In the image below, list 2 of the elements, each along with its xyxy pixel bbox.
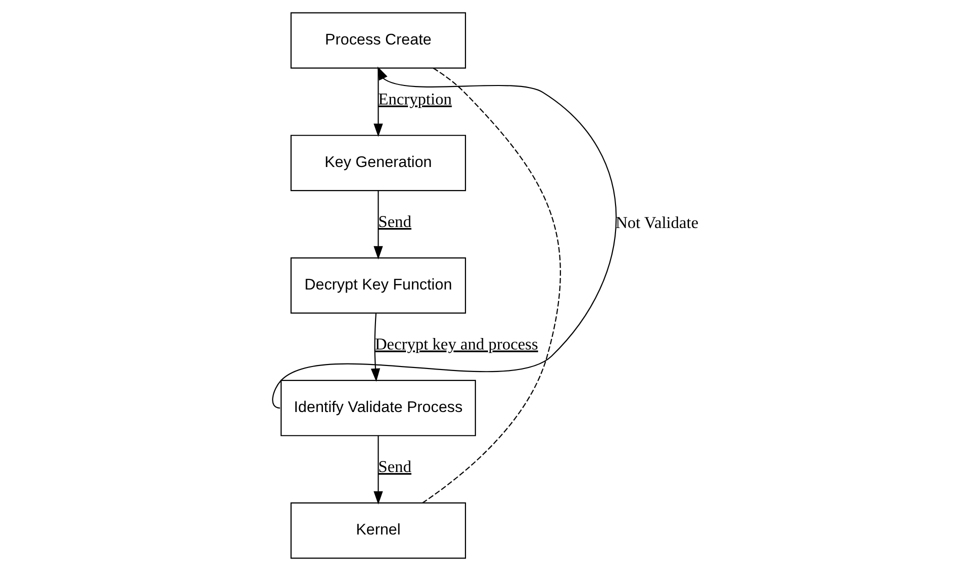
edge-label: Send — [378, 212, 411, 231]
edge-label: Send — [378, 457, 411, 476]
